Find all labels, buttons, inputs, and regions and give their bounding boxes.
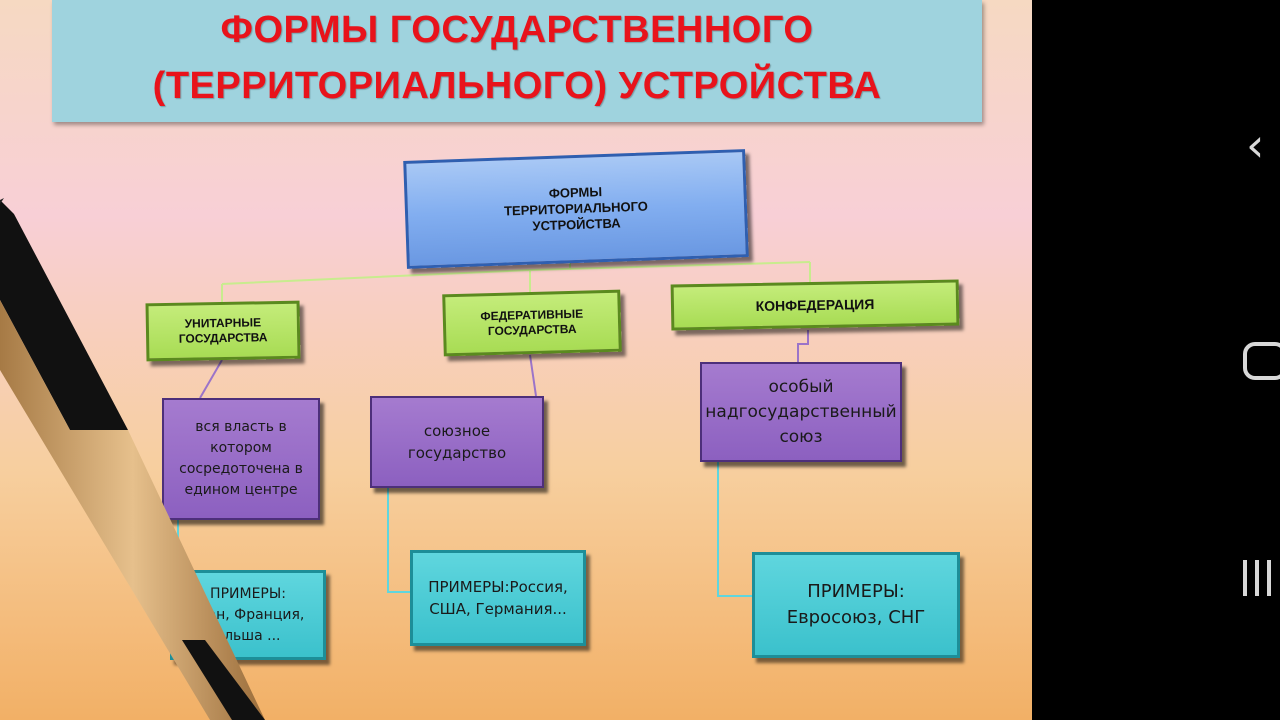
node-federal-label: ФЕДЕРАТИВНЫЕ ГОСУДАРСТВА (480, 306, 584, 339)
title-banner: ФОРМЫ ГОСУДАРСТВЕННОГО (ТЕРРИТОРИАЛЬНОГО… (52, 0, 982, 122)
slide-title-line1: ФОРМЫ ГОСУДАРСТВЕННОГО (220, 9, 814, 51)
definition-federal-text: союзное государство (407, 422, 507, 462)
definition-unitary: вся власть в котором сосредоточена в еди… (162, 398, 320, 520)
examples-unitary-text: ПРИМЕРЫ: стан, Франция, ольша ... (191, 585, 305, 644)
connector-federal-to-def (529, 354, 537, 397)
connector-bus (221, 261, 811, 285)
chevron-left-icon[interactable]: ‹ (1246, 118, 1265, 172)
root-node-label: ФОРМЫ ТЕРРИТОРИАЛЬНОГО УСТРОЙСТВА (503, 184, 649, 234)
navigation-bar (1032, 0, 1280, 720)
examples-federal: ПРИМЕРЫ:Россия, США, Германия... (410, 550, 586, 646)
node-unitary: УНИТАРНЫЕ ГОСУДАРСТВА (145, 300, 301, 362)
home-icon[interactable] (1243, 342, 1280, 380)
node-federal: ФЕДЕРАТИВНЫЕ ГОСУДАРСТВА (442, 289, 622, 357)
connector-confed-to-ex (717, 462, 752, 597)
slide-title-line2: (ТЕРРИТОРИАЛЬНОГО) УСТРОЙСТВА (152, 65, 882, 107)
node-unitary-label: УНИТАРНЫЕ ГОСУДАРСТВА (178, 315, 268, 346)
connector-unitary-to-def (199, 359, 223, 399)
examples-confederation: ПРИМЕРЫ: Евросоюз, СНГ (752, 552, 960, 658)
examples-unitary: ПРИМЕРЫ: стан, Франция, ольша ... (170, 570, 326, 660)
connector-confed-to-def (797, 330, 809, 362)
root-node: ФОРМЫ ТЕРРИТОРИАЛЬНОГО УСТРОЙСТВА (403, 149, 749, 269)
definition-federal: союзное государство (370, 396, 544, 488)
node-confederation-label: КОНФЕДЕРАЦИЯ (755, 295, 875, 314)
recents-icon[interactable] (1241, 560, 1280, 600)
presentation-slide: ФОРМЫ ГОСУДАРСТВЕННОГО (ТЕРРИТОРИАЛЬНОГО… (0, 0, 1032, 720)
definition-confederation-text: особый надгосударственный союз (705, 376, 897, 447)
node-confederation: КОНФЕДЕРАЦИЯ (670, 279, 960, 331)
definition-unitary-text: вся власть в котором сосредоточена в еди… (179, 419, 303, 498)
definition-confederation: особый надгосударственный союз (700, 362, 902, 462)
examples-federal-text: ПРИМЕРЫ:Россия, США, Германия... (428, 578, 568, 618)
examples-confederation-text: ПРИМЕРЫ: Евросоюз, СНГ (786, 581, 926, 628)
connector-federal-to-ex (387, 488, 410, 593)
